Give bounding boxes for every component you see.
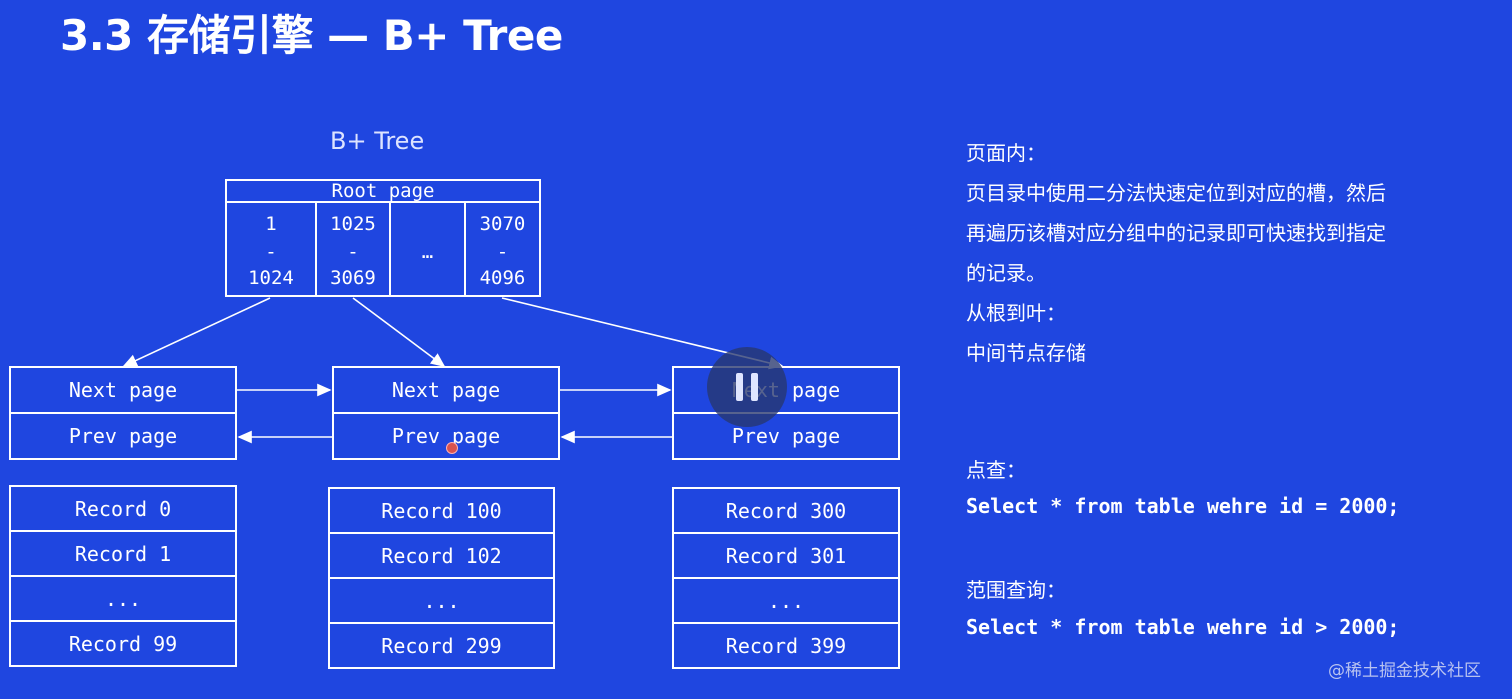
point-query-label: 点查： <box>966 458 1026 482</box>
in-page-label: 页面内： <box>966 141 1046 165</box>
leaf1-prev-page: Prev page <box>9 412 237 460</box>
leaf1-record: Record 1 <box>9 530 237 577</box>
pause-icon <box>751 373 758 401</box>
leaf1-next-page: Next page <box>9 366 237 414</box>
range-query-label: 范围查询： <box>966 578 1066 602</box>
point-query-sql: Select * from table wehre id = 2000; <box>966 494 1400 518</box>
root-cell-to: 4096 <box>479 267 526 289</box>
leaf2-prev-page: Prev page <box>332 412 560 460</box>
leaf2-next-page: Next page <box>332 366 560 414</box>
root-cell-ellipsis-text: … <box>421 241 434 263</box>
root-to-leaf2-arrow <box>352 297 446 367</box>
root-cell-to: 1024 <box>248 267 294 289</box>
root-cell-from: 1025 <box>330 213 376 235</box>
pause-icon <box>736 373 743 401</box>
in-page-text-line: 再遍历该槽对应分组中的记录即可快速找到指定 <box>966 221 1386 245</box>
root-to-leaf1-arrow <box>122 297 271 367</box>
leaf3-record-ellipsis: ... <box>672 577 900 624</box>
leaf2-record: Record 299 <box>328 622 555 669</box>
leaf3-prev-page: Prev page <box>672 412 900 460</box>
root-cell-4: 3070 - 4096 <box>464 201 541 297</box>
leaf3-record: Record 301 <box>672 532 900 579</box>
root-cell-dash: - <box>265 241 277 263</box>
leaf2-record-ellipsis: ... <box>328 577 555 624</box>
root-cell-from: 1 <box>265 213 277 235</box>
range-query-sql: Select * from table wehre id > 2000; <box>966 615 1400 639</box>
tree-label: B+ Tree <box>330 127 425 155</box>
in-page-text-line: 页目录中使用二分法快速定位到对应的槽，然后 <box>966 181 1386 205</box>
leaf1-record-ellipsis: ... <box>9 575 237 622</box>
pause-button[interactable] <box>707 347 787 427</box>
leaf1-record: Record 99 <box>9 620 237 667</box>
cursor-dot <box>446 442 458 454</box>
root-cell-dash: - <box>347 241 359 263</box>
root-to-leaf-text: 中间节点存储 <box>966 341 1086 365</box>
root-cell-dash: - <box>496 241 509 263</box>
slide-title: 3.3 存储引擎 — B+ Tree <box>60 11 563 60</box>
root-cell-1: 1 - 1024 <box>225 201 317 297</box>
watermark: @稀土掘金技术社区 <box>1328 661 1481 681</box>
root-to-leaf-label: 从根到叶： <box>966 301 1066 325</box>
in-page-text-line: 的记录。 <box>966 261 1046 285</box>
leaf3-record: Record 300 <box>672 487 900 534</box>
leaf2-record: Record 102 <box>328 532 555 579</box>
leaf2-record: Record 100 <box>328 487 555 534</box>
root-cell-from: 3070 <box>479 213 526 235</box>
leaf3-record: Record 399 <box>672 622 900 669</box>
leaf1-record: Record 0 <box>9 485 237 532</box>
root-cell-to: 3069 <box>330 267 376 289</box>
